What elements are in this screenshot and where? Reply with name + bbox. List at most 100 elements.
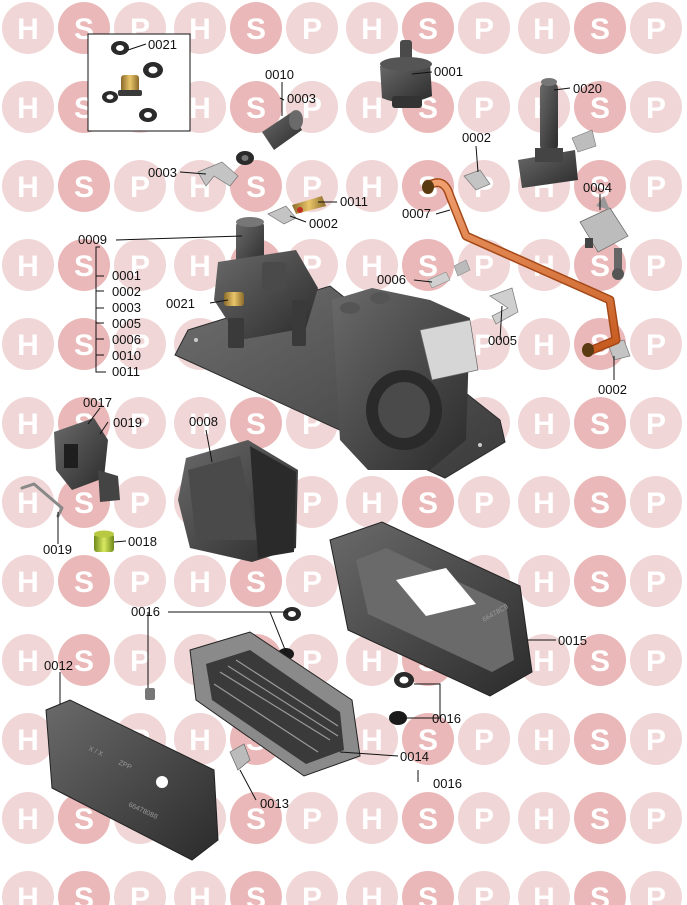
watermark-letter: P [302,92,322,125]
label-0003-upper: 0003 [287,91,316,106]
watermark-circle [58,318,110,370]
watermark-circle [174,239,226,291]
watermark-letter: P [302,487,322,520]
watermark-letter: H [17,566,39,599]
part-0012: X / X ZPP 66478088 [45,699,219,861]
watermark-circle [574,713,626,765]
label-0011-top: 0011 [340,194,368,209]
watermark-letter: H [17,487,39,520]
watermark-circle [630,871,682,905]
watermark-letter: P [130,250,150,283]
label-0016-lower: 0016 [433,776,462,791]
watermark-circle [518,871,570,905]
watermark-letter: P [302,882,322,905]
label-0003-clip: 0003 [148,165,177,180]
watermark-circle [2,318,54,370]
watermark-circle [518,555,570,607]
watermark-circle [174,555,226,607]
label-0019-upper: 0019 [113,415,142,430]
watermark-circle [574,397,626,449]
label-0002-lower: 0002 [598,382,627,397]
watermark-circle [574,160,626,212]
watermark-letter: H [533,408,555,441]
watermark-letter: P [474,724,494,757]
label-kit-0009-item: 0010 [112,348,141,363]
watermark-circle [58,476,110,528]
watermark-letter: S [590,250,610,283]
watermark-letter: S [246,171,266,204]
watermark-letter: H [17,92,39,125]
watermark-circle [574,239,626,291]
watermark-letter: S [74,803,94,836]
watermark-letter: S [590,171,610,204]
part-0009 [214,217,318,348]
label-0021-kit: 0021 [148,37,177,52]
watermark-circle [458,871,510,905]
watermark-letter: S [74,645,94,678]
label-0010: 0010 [265,67,294,82]
watermark-circle [230,160,282,212]
watermark-letter: P [646,329,666,362]
watermark-circle [2,634,54,686]
watermark-letter: P [474,250,494,283]
watermark-letter: S [246,882,266,905]
watermark-letter: H [361,882,383,905]
part-0015: 66478C9 [329,521,533,697]
watermark-letter: H [533,566,555,599]
watermark-letter: H [361,487,383,520]
watermark-circle [230,397,282,449]
label-0006: 0006 [377,272,406,287]
watermark-letter: S [590,724,610,757]
watermark-letter: S [418,882,438,905]
watermark-letter: P [646,13,666,46]
watermark-letter: H [189,250,211,283]
watermark-circle [230,555,282,607]
watermark-letter: H [189,724,211,757]
watermark-circle [518,318,570,370]
watermark-letter: P [646,724,666,757]
watermark-circle [114,555,166,607]
watermark-circle [2,713,54,765]
label-0021-valve: 0021 [166,296,195,311]
leader-lines [57,43,615,801]
part-0007-pipe [422,178,621,357]
watermark-circle [346,239,398,291]
label-0016-screw: 0016 [131,604,160,619]
watermark-circle [402,871,454,905]
watermark-circle [518,792,570,844]
watermark-letter: P [130,408,150,441]
label-0004: 0004 [583,180,612,195]
watermark-letter: S [246,408,266,441]
watermark-letter: H [361,645,383,678]
watermark-letter: P [474,13,494,46]
watermark-letter: P [130,329,150,362]
watermark-letter: S [418,13,438,46]
watermark-letter: H [189,566,211,599]
watermark-letter: P [646,803,666,836]
watermark-circle [230,2,282,54]
label-0019-key: 0019 [43,542,72,557]
part-0005 [489,287,519,325]
watermark-circle [630,397,682,449]
watermark-letter: P [646,882,666,905]
watermark-circle [458,792,510,844]
watermark-circle [574,634,626,686]
watermark-circle [402,713,454,765]
watermark-letter: H [361,13,383,46]
watermark-circle [2,239,54,291]
watermark-letter: H [189,92,211,125]
watermark-circle [630,239,682,291]
watermark-letter: S [590,645,610,678]
watermark-letter: P [302,171,322,204]
watermark-circle [286,792,338,844]
watermark-letter: P [130,645,150,678]
watermark-letter: H [361,250,383,283]
watermark-letter: P [474,487,494,520]
watermark-letter: H [17,13,39,46]
watermark-circle [518,2,570,54]
watermark-circle [114,239,166,291]
watermark-letter: H [533,803,555,836]
watermark-circle [2,2,54,54]
watermark-circle [286,160,338,212]
